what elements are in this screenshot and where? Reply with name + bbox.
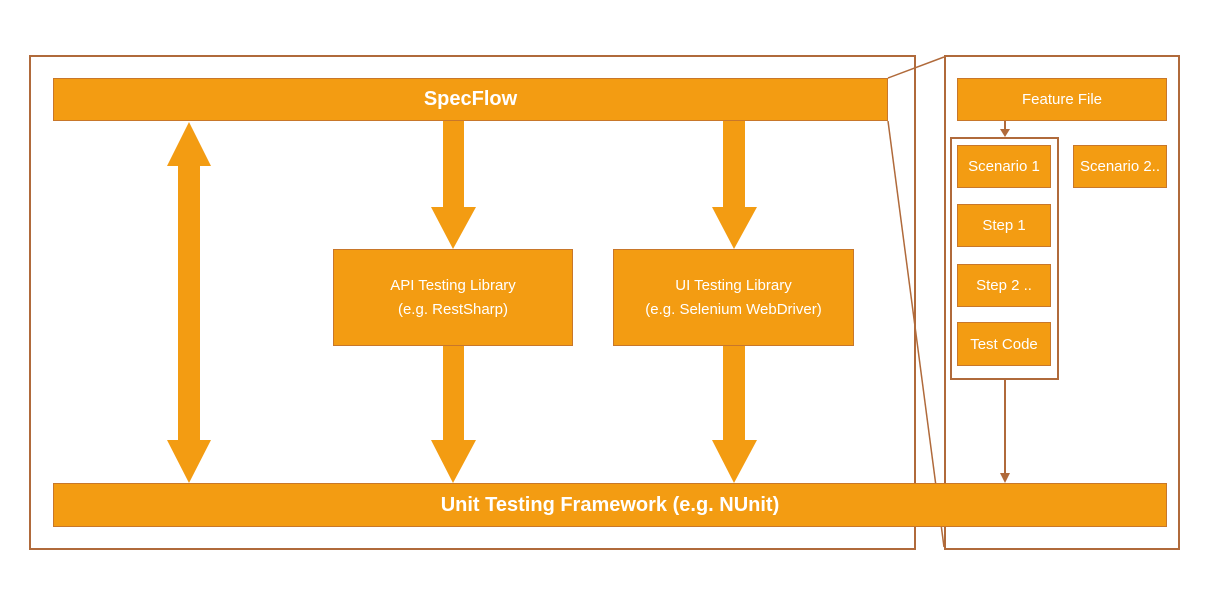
specflow-label: SpecFlow [423, 88, 518, 110]
scenario-1-label: Scenario 1 [968, 158, 1040, 175]
step-2-label: Step 2 .. [976, 277, 1032, 294]
test-code-label: Test Code [970, 335, 1038, 353]
ui-library-title: UI Testing Library [675, 276, 792, 294]
step-2-box: Step 2 .. [957, 264, 1051, 307]
feature-file-label: Feature File [1021, 91, 1103, 108]
api-library-example: (e.g. RestSharp) [397, 300, 509, 318]
unit-testing-label: Unit Testing Framework (e.g. NUnit) [440, 493, 780, 516]
scenario-group-frame [950, 137, 1059, 380]
scenario-2-label: Scenario 2.. [1079, 158, 1161, 175]
specflow-bar: SpecFlow [53, 78, 888, 121]
api-testing-library-box: API Testing Library (e.g. RestSharp) [333, 249, 573, 346]
api-library-title: API Testing Library [390, 276, 516, 294]
step-1-box: Step 1 [957, 204, 1051, 247]
test-code-box: Test Code [957, 322, 1051, 366]
scenario-1-box: Scenario 1 [957, 145, 1051, 188]
unit-testing-framework-bar: Unit Testing Framework (e.g. NUnit) [53, 483, 1167, 527]
step-1-label: Step 1 [982, 217, 1026, 234]
ui-testing-library-box: UI Testing Library (e.g. Selenium WebDri… [613, 249, 854, 346]
detail-frame [944, 55, 1180, 550]
ui-library-example: (e.g. Selenium WebDriver) [645, 300, 822, 318]
scenario-2-box: Scenario 2.. [1073, 145, 1167, 188]
feature-file-box: Feature File [957, 78, 1167, 121]
